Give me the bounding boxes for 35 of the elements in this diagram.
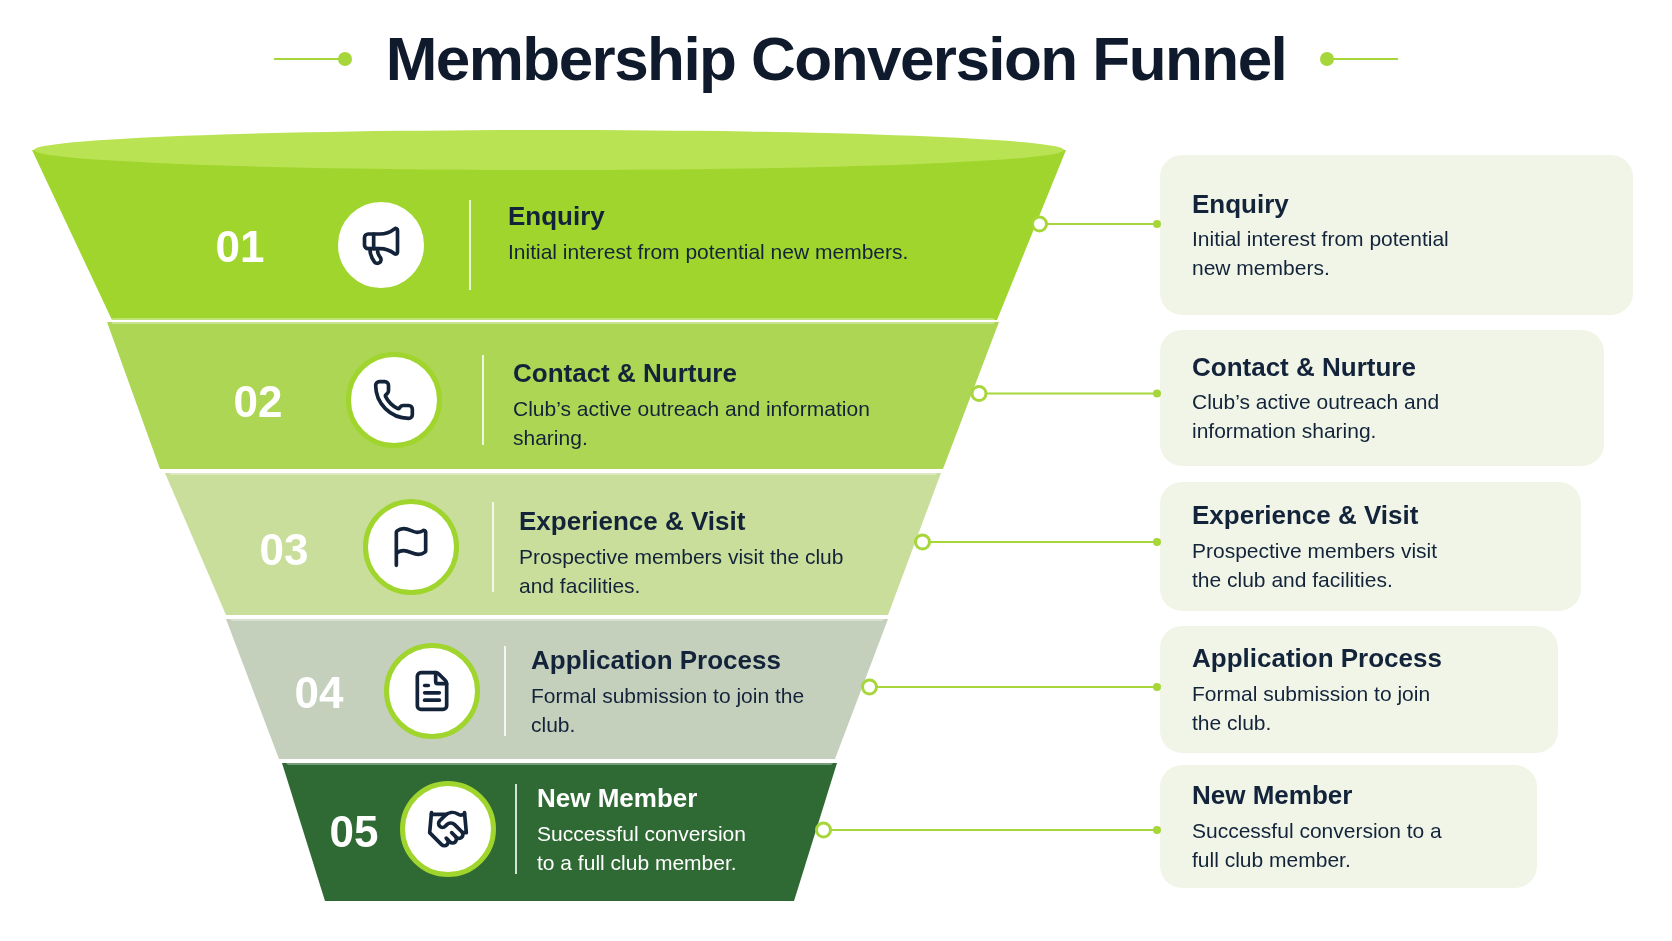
card-description: Club’s active outreach and information sharing. [1192, 389, 1441, 445]
step-heading: New Member [537, 782, 699, 815]
card-heading: Enquiry [1192, 187, 1290, 221]
description-card [1160, 482, 1581, 611]
card-heading: New Member [1192, 779, 1354, 812]
description-card [1160, 626, 1558, 753]
step-heading: Application Process [531, 644, 782, 677]
connector-line [860, 678, 1161, 696]
description-card [1160, 155, 1633, 315]
card-heading: Application Process [1192, 642, 1443, 675]
step-description: Club’s active outreach and information sharing. [513, 395, 871, 451]
card-description: Successful conversion to a full club member. [1192, 817, 1443, 873]
step-heading: Contact & Nurture [513, 357, 738, 390]
step-heading: Enquiry [508, 200, 606, 233]
card-heading: Contact & Nurture [1192, 350, 1417, 384]
step-description: Prospective members visit the club and facilities. [519, 543, 845, 599]
connector-line [1030, 215, 1161, 233]
step-heading: Experience & Visit [519, 505, 747, 538]
description-card [1160, 765, 1537, 888]
step-number: 05 [328, 810, 380, 854]
step-number: 02 [232, 380, 284, 424]
card-heading: Experience & Visit [1192, 499, 1420, 532]
connector-line [913, 533, 1161, 551]
step-description: Successful conversion to a full club member. [537, 820, 747, 876]
card-description: Initial interest from potential new members. [1192, 226, 1450, 282]
step-description: Initial interest from potential new members. [508, 238, 910, 265]
step-number: 04 [293, 671, 345, 715]
step-number: 01 [214, 225, 266, 269]
connector-line [814, 821, 1161, 839]
connector-line [970, 385, 1161, 402]
card-description: Prospective members visit the club and facilities. [1192, 537, 1439, 593]
step-number: 03 [258, 528, 310, 572]
card-description: Formal submission to join the club. [1192, 680, 1432, 736]
description-card [1160, 330, 1604, 466]
step-description: Formal submission to join the club. [531, 682, 805, 738]
